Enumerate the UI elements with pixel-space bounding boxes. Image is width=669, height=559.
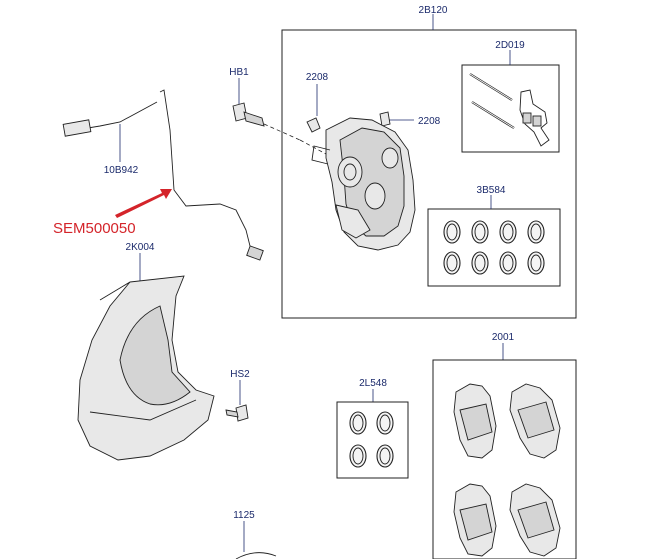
pad-kit-box	[432, 359, 577, 559]
piston-seal-kit-box	[336, 401, 409, 479]
splash-shield-group: 2K004	[77, 242, 215, 461]
piston-seal-kit-group: 2L548	[336, 378, 409, 479]
shield-bolt-label: HS2	[230, 369, 250, 380]
bolt-hb1-group: HB1	[229, 67, 301, 141]
splash-shield-label: 2K004	[126, 242, 155, 253]
bleed-screw-right-label: 2208	[418, 116, 441, 127]
caliper-seal-kit-label: 3B584	[477, 185, 506, 196]
piston-seal-kit-label: 2L548	[359, 378, 387, 389]
callout-group: SEM500050	[53, 189, 172, 237]
pin-kit-box	[461, 64, 560, 153]
caliper-body-drawing	[299, 117, 416, 251]
shield-bolt-group: HS2	[225, 369, 250, 422]
callout-arrow	[115, 189, 172, 218]
pad-kit-group: 2001	[432, 332, 577, 559]
caliper-assembly-label: 2B120	[419, 5, 448, 16]
callout-text: SEM500050	[53, 220, 136, 237]
bolt-hb1-label: HB1	[229, 67, 249, 78]
brake-pads-drawing	[453, 383, 561, 557]
wear-sensor-group: 10B942	[62, 89, 264, 261]
caliper-assembly-group: 2B120 2D019 3B584 22	[281, 5, 577, 319]
disc-label: 1125	[233, 510, 255, 521]
bleed-screw-left-label: 2208	[306, 72, 329, 83]
wear-sensor-label: 10B942	[104, 165, 139, 176]
bleed-screws-drawing	[306, 111, 391, 133]
pad-kit-label: 2001	[492, 332, 515, 343]
guide-pins-drawing	[469, 73, 550, 147]
pin-kit-label: 2D019	[495, 40, 525, 51]
disc-group: 1125	[233, 510, 277, 559]
caliper-seals-drawing	[443, 220, 545, 275]
caliper-assembly-box	[281, 29, 577, 319]
caliper-seal-kit-box	[427, 208, 561, 287]
